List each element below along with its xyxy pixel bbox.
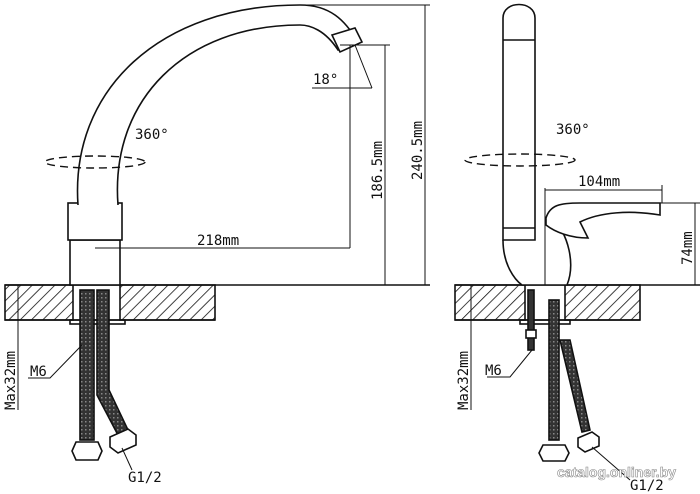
stud-label-left: M6	[30, 364, 47, 380]
watermark: catalog.onliner.by	[557, 464, 676, 480]
hose-left	[548, 299, 560, 441]
handle	[545, 202, 661, 239]
rotation-label-left: 360°	[135, 127, 169, 143]
rotation-arrow	[464, 153, 576, 167]
max-thickness-label-left: Max32mm	[3, 351, 19, 410]
thread-label-left: G1/2	[128, 470, 162, 486]
hose-right	[558, 339, 591, 433]
left-view	[4, 4, 430, 471]
faucet-base	[69, 239, 121, 286]
total-height-label: 240.5mm	[410, 121, 426, 180]
countertop-hatch-left	[454, 284, 526, 321]
nut-right	[109, 428, 137, 454]
hose-left	[79, 289, 95, 441]
reach-label: 218mm	[197, 233, 239, 249]
mounting-stud	[527, 289, 535, 351]
countertop-hatch-left	[4, 284, 74, 321]
tilt-angle-label: 18°	[313, 72, 338, 88]
rotation-label-right: 360°	[556, 122, 590, 138]
faucet-collar	[67, 202, 123, 241]
thread-label-right: G1/2	[630, 478, 664, 494]
right-view	[454, 3, 700, 481]
max-thickness-label-right: Max32mm	[456, 351, 472, 410]
rotation-arrow	[44, 155, 146, 169]
countertop-hatch-right	[564, 284, 641, 321]
stud-label-right: M6	[485, 363, 502, 379]
spout	[76, 4, 360, 206]
handle-length-label: 104mm	[578, 174, 620, 190]
handle-height-label: 74mm	[680, 231, 696, 265]
spout-pipe	[502, 3, 536, 241]
countertop-hatch-right	[119, 284, 216, 321]
nut-left	[71, 441, 103, 461]
spout-height-label: 186.5mm	[370, 141, 386, 200]
